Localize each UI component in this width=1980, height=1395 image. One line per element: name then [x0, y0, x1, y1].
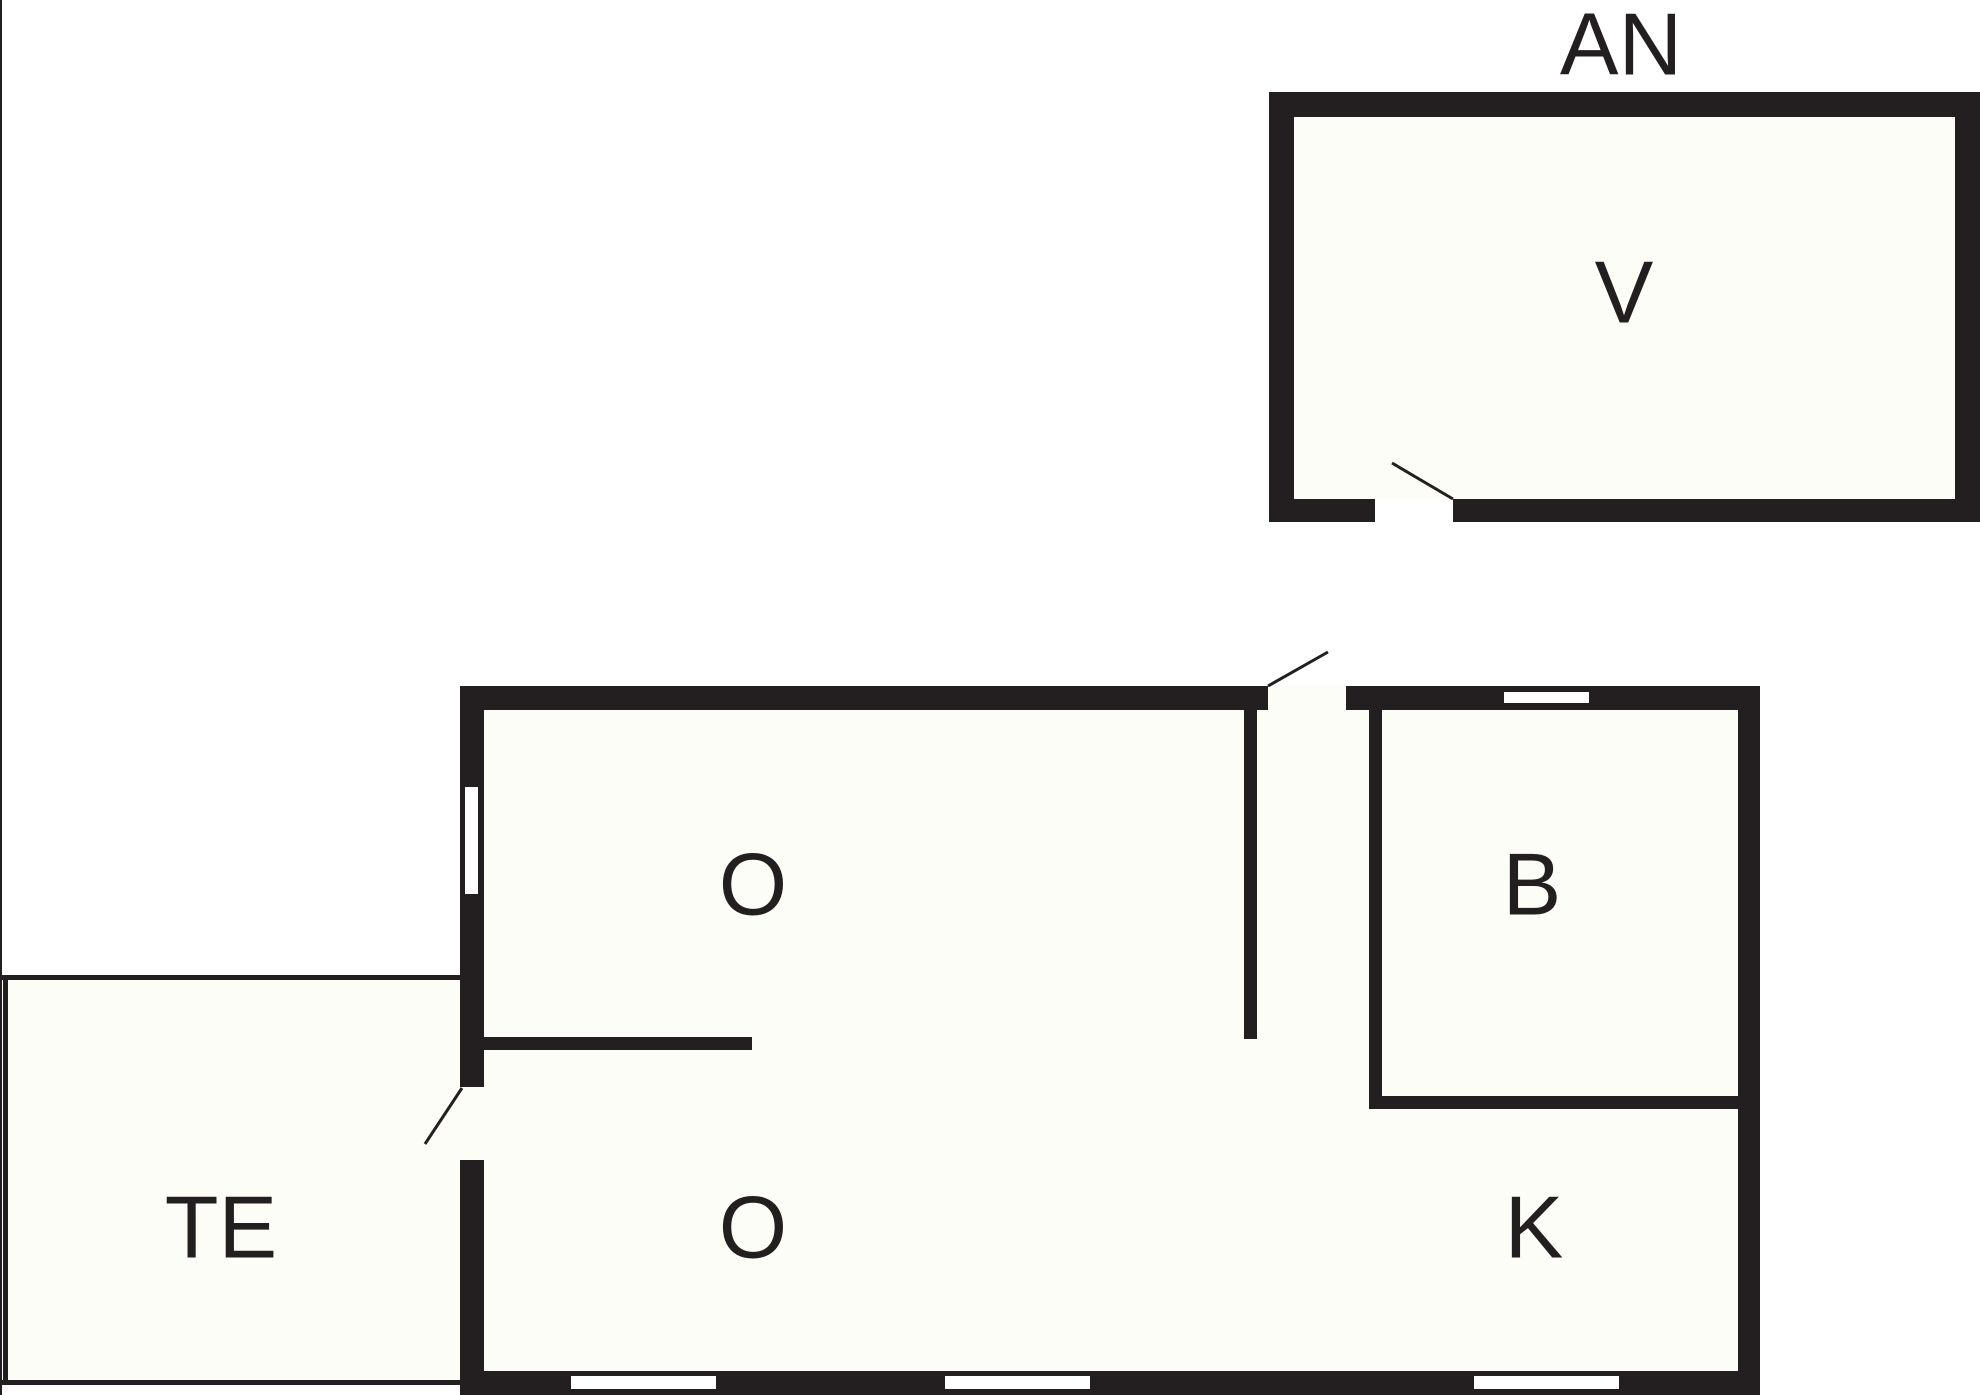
window-bottom-3 [1474, 1376, 1619, 1389]
window-bottom-2 [945, 1376, 1090, 1389]
bathroom-wall-bottom [1369, 1096, 1739, 1109]
interior-wall-vertical [1244, 710, 1257, 1039]
room-label-lower-room: O [719, 1178, 787, 1277]
window-top [1504, 692, 1589, 703]
annex-title: AN [1560, 0, 1682, 94]
room-label-annex: V [1595, 243, 1654, 342]
page-edge-line [0, 0, 2, 1395]
window-left [465, 787, 478, 894]
interior-wall-horizontal [483, 1037, 752, 1050]
main-house: O O B K [423, 650, 1760, 1395]
room-label-upper-room: O [719, 835, 787, 934]
window-bottom-1 [571, 1376, 716, 1389]
room-label-terrace: TE [165, 1178, 277, 1277]
terrace-door-opening [460, 1087, 484, 1160]
annex-building: AN V [1269, 0, 1980, 522]
terrace-top-edge [0, 975, 460, 980]
terrace-left-edge [3, 975, 8, 1385]
bathroom-wall-left [1369, 710, 1382, 1109]
terrace-bottom-edge [0, 1380, 460, 1385]
room-label-kitchen: K [1505, 1178, 1564, 1277]
terrace-door-swing [423, 1087, 464, 1145]
room-label-bathroom: B [1503, 835, 1562, 934]
annex-door-opening [1375, 499, 1453, 522]
terrace: TE [0, 975, 463, 1385]
entrance-door-swing [1267, 650, 1329, 688]
entrance-door-opening [1268, 686, 1346, 710]
annex-door-swing [1391, 461, 1454, 501]
